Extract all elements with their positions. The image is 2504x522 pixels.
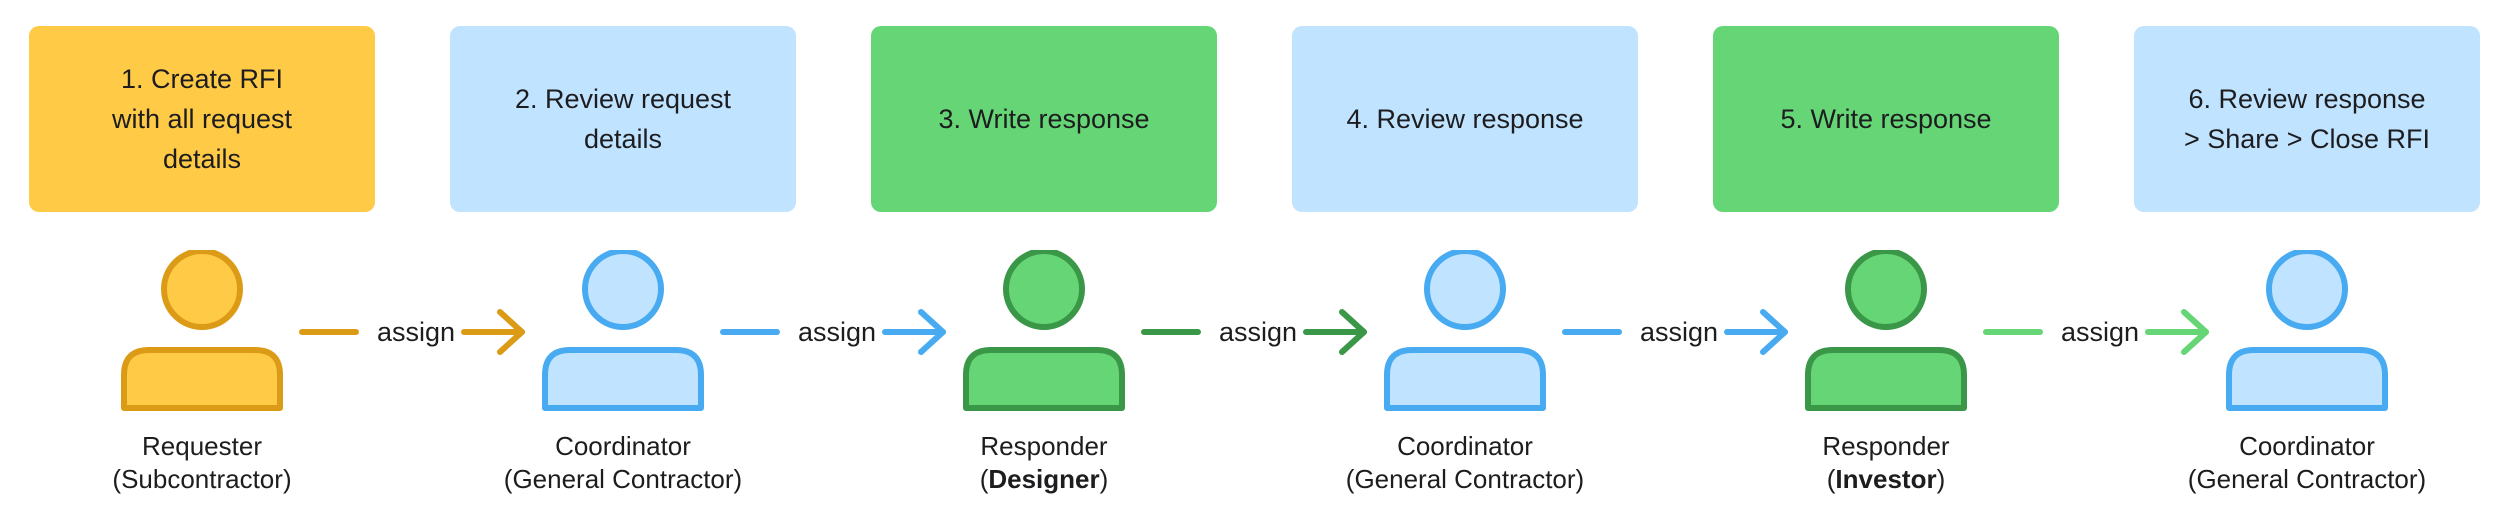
assign-label: assign [2060,316,2140,347]
step-box-5: 5. Write response [1713,26,2059,212]
role-organization: (General Contractor) [2187,464,2427,494]
step-box-3: 3. Write response [871,26,1217,212]
role-caption-coordinator: Coordinator (General Contractor) [1292,430,1638,496]
person-icon-coordinator [1384,250,1546,412]
assign-connector-3: assign [1140,302,1376,362]
role-title: Coordinator [2239,431,2375,461]
role-title: Responder [1822,431,1950,461]
assign-label: assign [376,316,456,347]
role-organization: (General Contractor) [503,464,743,494]
role-caption-requester: Requester (Subcontractor) [29,430,375,496]
role-organization: (General Contractor) [1345,464,1585,494]
assign-connector-2: assign [719,302,955,362]
person-icon-coordinator [542,250,704,412]
role-caption-coordinator: Coordinator (General Contractor) [2134,430,2480,496]
step-box-4: 4. Review response [1292,26,1638,212]
role-title: Coordinator [1397,431,1533,461]
person-icon-coordinator [2226,250,2388,412]
person-icon-responder-investor [1805,250,1967,412]
role-caption-coordinator: Coordinator (General Contractor) [450,430,796,496]
person-icon-requester [121,250,283,412]
role-title: Responder [980,431,1108,461]
step-box-6: 6. Review response > Share > Close RFI [2134,26,2480,212]
assign-label: assign [1218,316,1298,347]
role-organization: (Subcontractor) [112,464,292,494]
assign-label: assign [1639,316,1719,347]
person-icon-responder-designer [963,250,1125,412]
step-box-1: 1. Create RFI with all request details [29,26,375,212]
assign-connector-5: assign [1982,302,2218,362]
assign-connector-4: assign [1561,302,1797,362]
role-title: Requester [142,431,262,461]
assign-label: assign [797,316,877,347]
role-organization: (Designer) [979,464,1109,494]
step-box-2: 2. Review request details [450,26,796,212]
role-caption-responder-investor: Responder (Investor) [1713,430,2059,496]
assign-connector-1: assign [298,302,534,362]
role-organization: (Investor) [1826,464,1946,494]
role-title: Coordinator [555,431,691,461]
role-caption-responder-designer: Responder (Designer) [871,430,1217,496]
